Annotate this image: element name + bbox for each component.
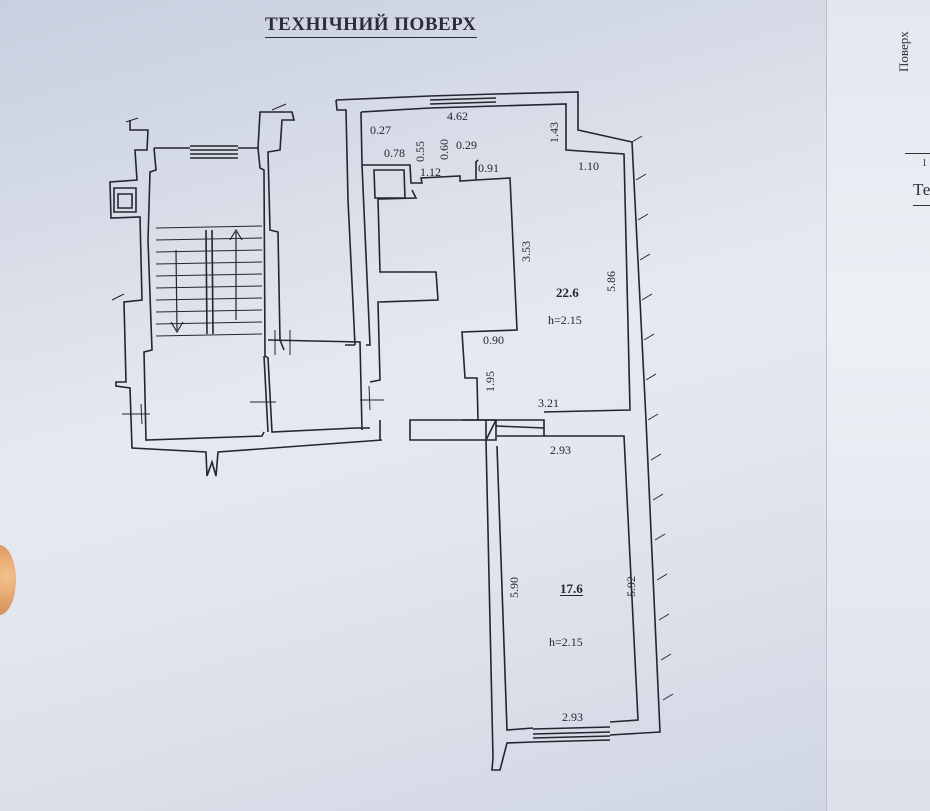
room-height-label: h=2.15: [548, 313, 582, 327]
dimension-label: 0.78: [384, 146, 405, 160]
inner-wall-line: [360, 103, 639, 731]
elevator-box: [113, 187, 137, 213]
window-bottom: [532, 726, 611, 743]
utility-shaft: [373, 169, 406, 199]
room-area-label: 22.6: [556, 285, 579, 300]
partition-wall: [362, 159, 518, 421]
dimension-label: 0.60: [437, 139, 451, 160]
stair-rail: [205, 229, 214, 335]
adjacent-sheet: [826, 0, 930, 811]
dimension-label: 0.27: [370, 123, 391, 137]
dimension-label: 2.93: [562, 710, 583, 724]
dimension-label: 1.95: [483, 371, 497, 392]
dimension-label: 5.90: [507, 577, 521, 598]
room-height-label: h=2.15: [549, 635, 583, 649]
finger-edge: [0, 545, 16, 615]
dimension-label: 1.10: [578, 159, 599, 173]
stairwell-wall: [109, 120, 383, 477]
dimension-label: 5.86: [604, 271, 618, 292]
stairwell-inner: [143, 147, 370, 441]
stairwell-wall: [154, 111, 355, 346]
dimension-label: 3.53: [519, 241, 533, 262]
door-ticks: [122, 330, 384, 425]
partition-wall: [263, 339, 363, 433]
wall-hatch: [111, 103, 287, 301]
dimension-label: 0.29: [456, 138, 477, 152]
dimension-label: 3.21: [538, 396, 559, 410]
side-sheet-text: Те: [913, 180, 930, 199]
wall-hatch: [631, 135, 674, 701]
window-top: [429, 93, 497, 109]
dimension-label: 4.62: [447, 109, 468, 123]
dimension-label: 2.93: [550, 443, 571, 457]
stair-treads: [155, 225, 263, 337]
outer-wall: [335, 99, 356, 346]
stairwell-window: [190, 145, 238, 159]
side-sheet-rule: [913, 205, 930, 206]
plan-title: ТЕХНІЧНИЙ ПОВЕРХ: [265, 14, 477, 38]
stair-arrow: [170, 228, 243, 334]
side-sheet-number: 1: [922, 158, 927, 169]
door-opening: [495, 425, 545, 429]
outer-wall: [335, 91, 661, 771]
room-divider: [409, 419, 545, 441]
dimension-label: 5.92: [624, 576, 638, 597]
room-area-label: 17.6: [560, 581, 583, 596]
dimension-label: 0.55: [413, 141, 427, 162]
side-sheet-rule: [905, 153, 930, 154]
dimension-label: 0.91: [478, 161, 499, 175]
dimension-label: 1.12: [420, 165, 441, 179]
inner-wall-line: [360, 111, 371, 346]
dimension-label: 1.43: [547, 122, 561, 143]
dimension-label: 0.90: [483, 333, 504, 347]
partition-wall: [369, 189, 439, 383]
